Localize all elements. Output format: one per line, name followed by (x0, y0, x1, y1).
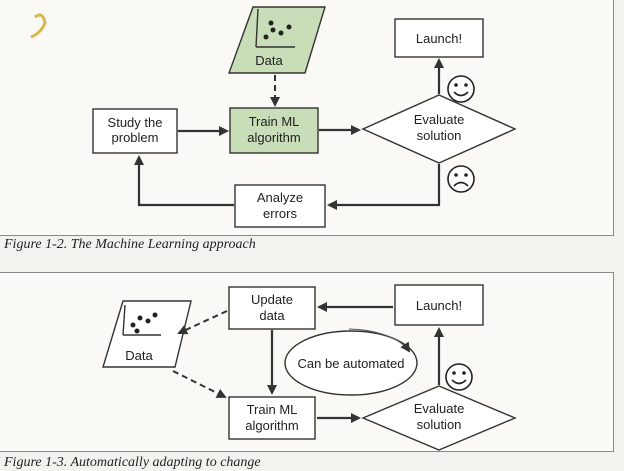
ml-approach-diagram: Data Study the problem Train ML algorith… (30, 6, 517, 228)
figure-caption: Figure 1-3. Automatically adapting to ch… (4, 455, 261, 470)
update-label-line2: data (259, 308, 285, 323)
analyze-label-line2: errors (263, 206, 297, 221)
automated-loop-indicator: Can be automated (284, 328, 418, 396)
update-data-node: Update data (228, 286, 316, 330)
figure-1-2: Data Study the problem Train ML algorith… (0, 0, 614, 236)
evaluate-node: Evaluate solution (361, 385, 517, 451)
analyze-label-line1: Analyze (257, 190, 303, 205)
launch-node: Launch! (394, 18, 484, 58)
study-label-line1: Study the (108, 115, 163, 130)
data-node: Data (102, 300, 192, 368)
evaluate-label-line2: solution (417, 128, 462, 143)
arrow-update-to-data (177, 310, 228, 335)
auto-adapt-diagram: Data Update data Launch! Can be automate… (102, 284, 517, 451)
train-label-line1: Train ML (249, 114, 300, 129)
evaluate-node: Evaluate solution (361, 94, 517, 164)
data-label: Data (255, 53, 283, 68)
launch-label: Launch! (416, 298, 462, 313)
evaluate-label-line2: solution (417, 417, 462, 432)
train-label-line2: algorithm (245, 418, 298, 433)
train-label-line1: Train ML (247, 402, 298, 417)
arrow-analyze-to-study (134, 155, 234, 207)
train-label-line2: algorithm (247, 130, 300, 145)
launch-node: Launch! (394, 284, 484, 326)
arrow-data-to-train (172, 370, 227, 398)
smiley-face-icon (447, 75, 475, 103)
evaluate-label-line1: Evaluate (414, 401, 465, 416)
data-label: Data (125, 348, 153, 363)
study-problem-node: Study the problem (92, 108, 178, 154)
data-node: Data (228, 6, 326, 74)
data-axis-y (122, 304, 126, 336)
evaluate-label-line1: Evaluate (414, 112, 465, 127)
study-label-line2: problem (112, 130, 159, 145)
frowning-face-icon (447, 165, 475, 193)
figure-1-3: Data Update data Launch! Can be automate… (0, 272, 614, 452)
train-node: Train ML algorithm (228, 396, 316, 440)
automated-label: Can be automated (298, 356, 405, 371)
smiley-face-icon (445, 363, 473, 391)
train-node: Train ML algorithm (229, 107, 319, 154)
figure-caption: Figure 1-2. The Machine Learning approac… (4, 237, 256, 252)
arrow-evaluate-to-analyze (327, 164, 441, 210)
launch-label: Launch! (416, 31, 462, 46)
analyze-errors-node: Analyze errors (234, 184, 326, 228)
data-axis-y (255, 8, 259, 48)
margin-mark (30, 13, 47, 39)
update-label-line1: Update (251, 292, 293, 307)
